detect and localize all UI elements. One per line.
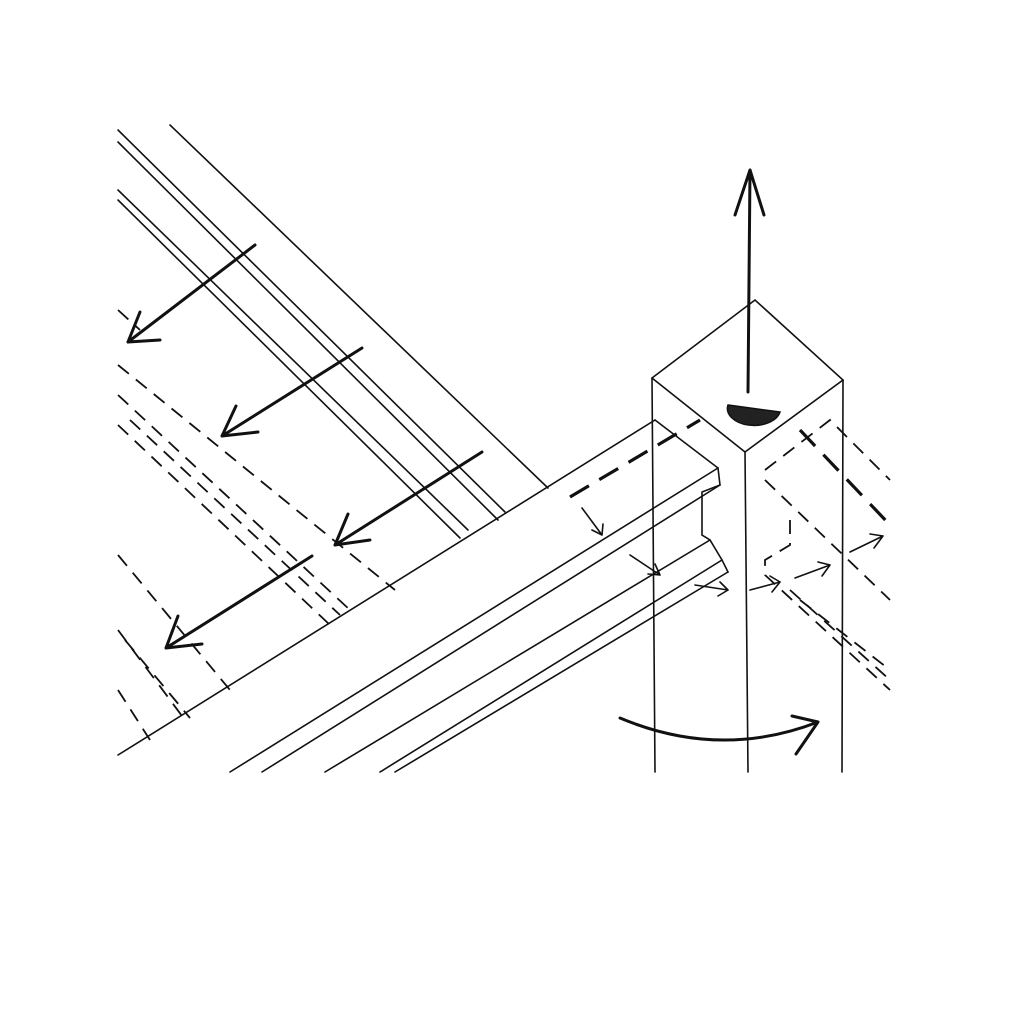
slab-load-arrows (126, 243, 484, 650)
slab-hidden-lines (117, 309, 396, 741)
torsion-arrow (618, 714, 820, 756)
roof-slab (117, 124, 549, 741)
i-beam (117, 418, 729, 773)
column (650, 298, 845, 773)
hatched-section (726, 404, 781, 427)
ghost-beam-dashed (764, 418, 892, 691)
uplift-arrow (733, 168, 766, 394)
shear-flow-arrows (581, 507, 884, 597)
